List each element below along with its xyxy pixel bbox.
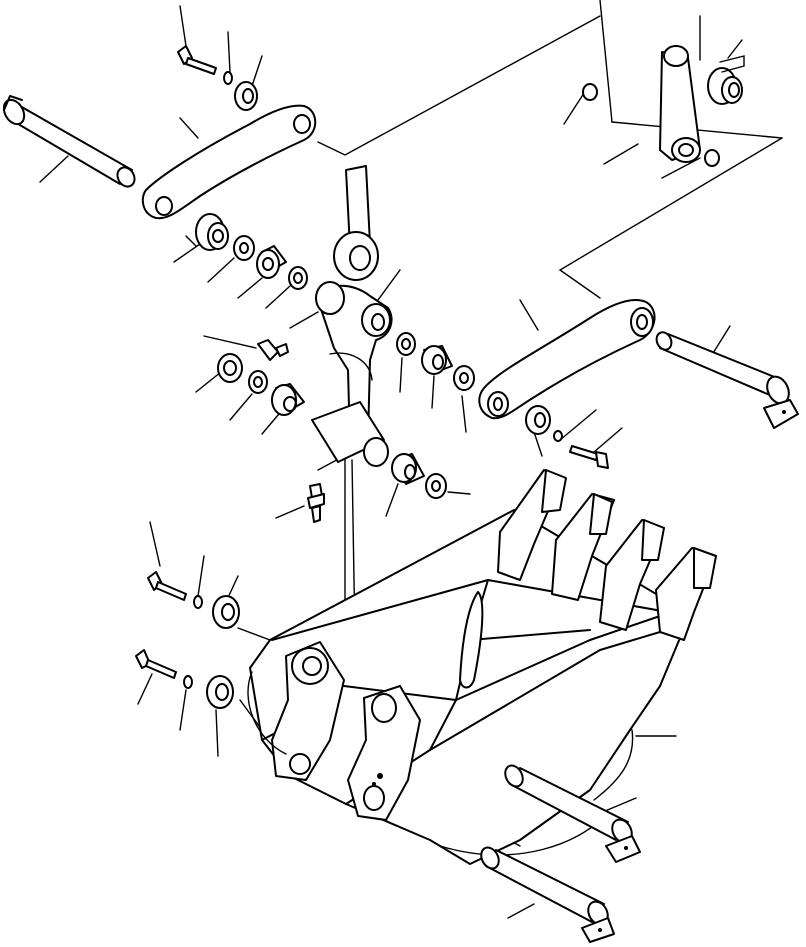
bucket-pin-lower-1 xyxy=(504,764,641,863)
link-right xyxy=(478,299,656,420)
boss-upper-right xyxy=(582,45,745,167)
bucket xyxy=(247,509,691,865)
bushing-stack-right xyxy=(391,332,475,499)
link-upper-left xyxy=(141,104,317,220)
bolt-bucket-lower xyxy=(135,649,234,709)
bolt-upper-left xyxy=(177,45,258,111)
bucket-pin-lower-2 xyxy=(480,846,615,943)
bucket-link-yoke xyxy=(311,281,393,467)
bolt-right xyxy=(525,405,609,469)
pin-right xyxy=(655,331,799,429)
pin-upper-left xyxy=(2,95,136,188)
arm-cylinder-rod xyxy=(333,165,379,281)
seal-stack-left xyxy=(195,213,308,290)
bolt-bucket-upper xyxy=(147,571,240,629)
grease-fitting-upper xyxy=(257,339,289,361)
bucket-teeth xyxy=(497,469,717,641)
leader-lines xyxy=(39,5,743,919)
bushing-stack-left-lower xyxy=(217,353,305,416)
grease-fitting-lower xyxy=(307,483,325,523)
